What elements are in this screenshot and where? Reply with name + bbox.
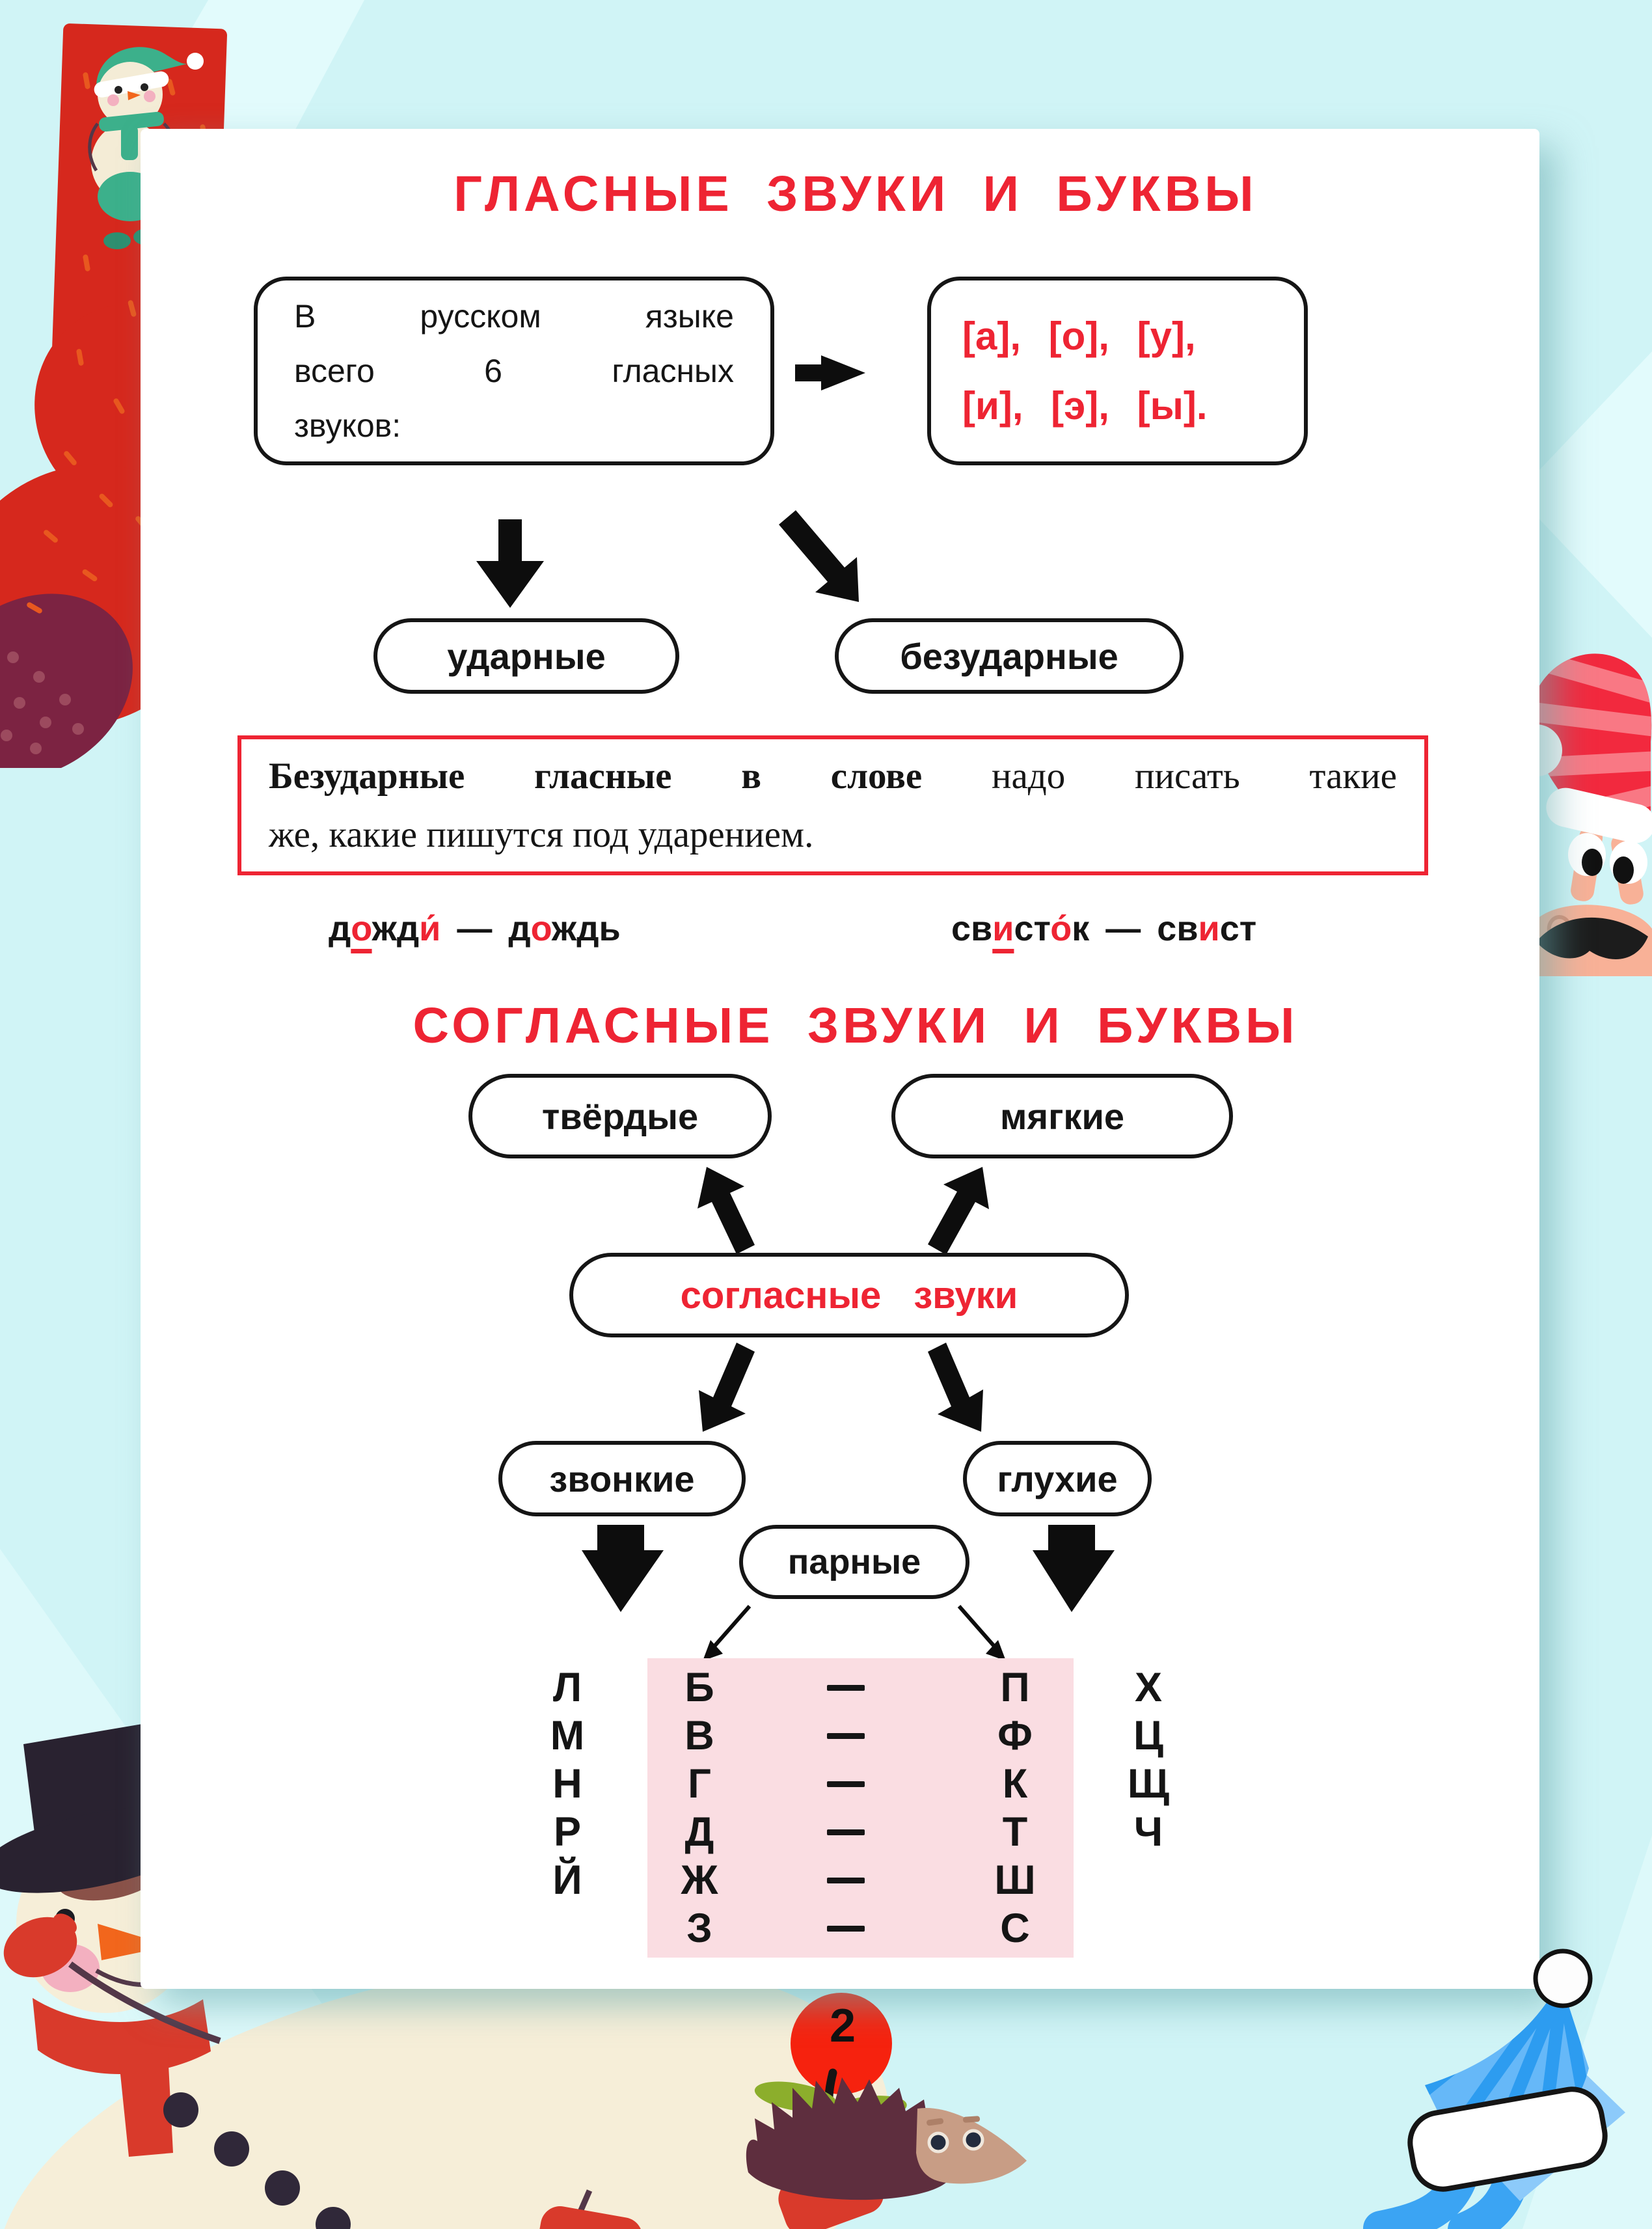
intro-line-3: звуков:	[294, 407, 401, 444]
consonant-sounds-oval: согласные звуки	[569, 1253, 1129, 1337]
pair-dash-column	[807, 1663, 885, 1952]
example-whistle: свисто́к — свист	[951, 909, 1257, 948]
paired-oval: парные	[739, 1525, 969, 1599]
soft-label: мягкие	[999, 1095, 1125, 1137]
vowel-sounds-line-1: [а], [о], [у],	[962, 314, 1196, 358]
voiced-oval: звонкие	[498, 1441, 746, 1516]
apple	[791, 1993, 892, 2094]
paired-label: парные	[787, 1542, 921, 1581]
voiceless-label: глухие	[997, 1458, 1118, 1499]
blue-scarf-illustration	[1363, 1949, 1625, 2229]
stressed-label: ударные	[447, 635, 606, 677]
consonants-title: СОГЛАСНЫЕ ЗВУКИ И БУКВЫ	[413, 998, 1299, 1054]
rule-line-2: же, какие пишутся под ударением.	[269, 814, 814, 855]
candy-hat-character-illustration	[1526, 653, 1652, 976]
stressed-oval: ударные	[373, 618, 679, 694]
scarf-pompom	[1533, 1949, 1593, 2008]
unstressed-label: безударные	[900, 635, 1118, 677]
page-number: 2	[829, 2000, 856, 2052]
vowel-sounds-box: [а], [о], [у], [и], [э], [ы].	[927, 277, 1308, 465]
paired-consonants-panel	[647, 1658, 1074, 1958]
hedgehog-illustration	[746, 1993, 1027, 2200]
unstressed-oval: безударные	[835, 618, 1184, 694]
hard-oval: твёрдые	[468, 1074, 772, 1158]
soft-oval: мягкие	[891, 1074, 1233, 1158]
vowel-sounds-line-2: [и], [э], [ы].	[962, 384, 1208, 428]
voiceless-oval: глухие	[963, 1441, 1152, 1516]
example-rain: дожди́ — дождь	[329, 909, 621, 948]
consonant-sounds-label: согласные звуки	[680, 1274, 1018, 1317]
vowels-title: ГЛАСНЫЕ ЗВУКИ И БУКВЫ	[454, 166, 1258, 222]
scarf-label-patch	[1407, 2086, 1608, 2192]
hard-label: твёрдые	[541, 1095, 699, 1137]
voiced-label: звонкие	[549, 1458, 695, 1499]
